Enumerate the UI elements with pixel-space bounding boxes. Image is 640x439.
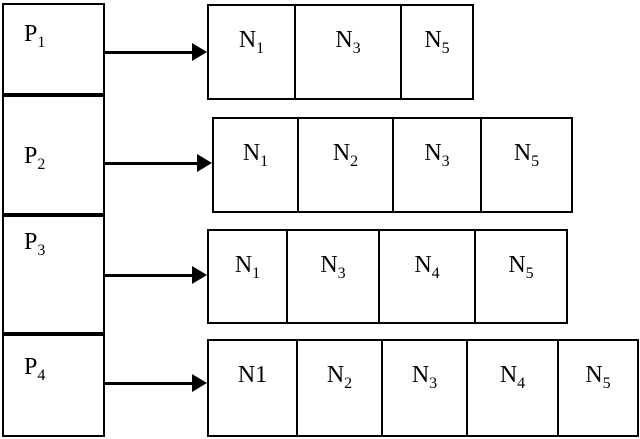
node-cell-p4-n3: N3 bbox=[383, 341, 468, 435]
node-cell-p1-n1: N1 bbox=[209, 6, 296, 98]
node-cell-p4-n2: N2 bbox=[298, 341, 383, 435]
node-row-p4: N1 N2 N3 N4 N5 bbox=[207, 339, 639, 437]
node-cell-p1-n5: N5 bbox=[402, 6, 472, 98]
node-label: N5 bbox=[585, 362, 611, 392]
arrow-shaft bbox=[105, 161, 199, 165]
arrow-shaft bbox=[105, 50, 194, 54]
node-cell-p4-n5: N5 bbox=[559, 341, 637, 435]
node-row-p2: N1 N2 N3 N5 bbox=[212, 117, 573, 213]
node-cell-p4-n1: N1 bbox=[209, 341, 298, 435]
processor-cell-p2: P2 bbox=[2, 95, 105, 215]
node-label: N4 bbox=[499, 362, 526, 392]
processor-cell-p1: P1 bbox=[2, 3, 105, 95]
node-label: N3 bbox=[335, 27, 361, 57]
processor-label-p3: P3 bbox=[24, 229, 46, 259]
node-row-p3: N1 N3 N4 N5 bbox=[207, 229, 568, 324]
arrow-head-icon bbox=[197, 154, 212, 172]
node-label: N3 bbox=[411, 362, 438, 392]
node-cell-p2-n5: N5 bbox=[482, 119, 571, 211]
arrow-shaft bbox=[105, 381, 194, 385]
node-label: N5 bbox=[508, 252, 534, 282]
node-cell-p2-n1: N1 bbox=[214, 119, 299, 211]
node-cell-p3-n5: N5 bbox=[476, 231, 566, 322]
processor-label-p4: P4 bbox=[24, 354, 46, 384]
node-cell-p3-n1: N1 bbox=[209, 231, 288, 322]
node-label: N1 bbox=[238, 27, 265, 57]
node-label: N1 bbox=[234, 252, 261, 282]
node-label: N2 bbox=[332, 140, 359, 170]
processor-label-p1: P1 bbox=[24, 21, 46, 51]
node-label: N1 bbox=[242, 140, 269, 170]
arrow-shaft bbox=[105, 273, 194, 277]
processor-label-p2: P2 bbox=[24, 143, 46, 173]
node-label: N1 bbox=[237, 362, 268, 388]
arrow-head-icon bbox=[192, 43, 207, 61]
node-label: N2 bbox=[326, 362, 353, 392]
node-label: N3 bbox=[320, 252, 346, 282]
processor-cell-p3: P3 bbox=[2, 215, 105, 334]
node-cell-p4-n4: N4 bbox=[468, 341, 559, 435]
node-cell-p2-n3: N3 bbox=[394, 119, 482, 211]
node-cell-p1-n3: N3 bbox=[296, 6, 402, 98]
processor-cell-p4: P4 bbox=[2, 334, 105, 437]
node-row-p1: N1 N3 N5 bbox=[207, 4, 474, 100]
node-cell-p3-n4: N4 bbox=[380, 231, 476, 322]
arrow-head-icon bbox=[192, 266, 207, 284]
node-label: N5 bbox=[424, 27, 450, 57]
node-label: N5 bbox=[513, 140, 540, 170]
node-label: N4 bbox=[414, 252, 440, 282]
arrow-head-icon bbox=[192, 374, 207, 392]
node-cell-p3-n3: N3 bbox=[288, 231, 380, 322]
node-label: N3 bbox=[424, 140, 450, 170]
node-cell-p2-n2: N2 bbox=[299, 119, 394, 211]
